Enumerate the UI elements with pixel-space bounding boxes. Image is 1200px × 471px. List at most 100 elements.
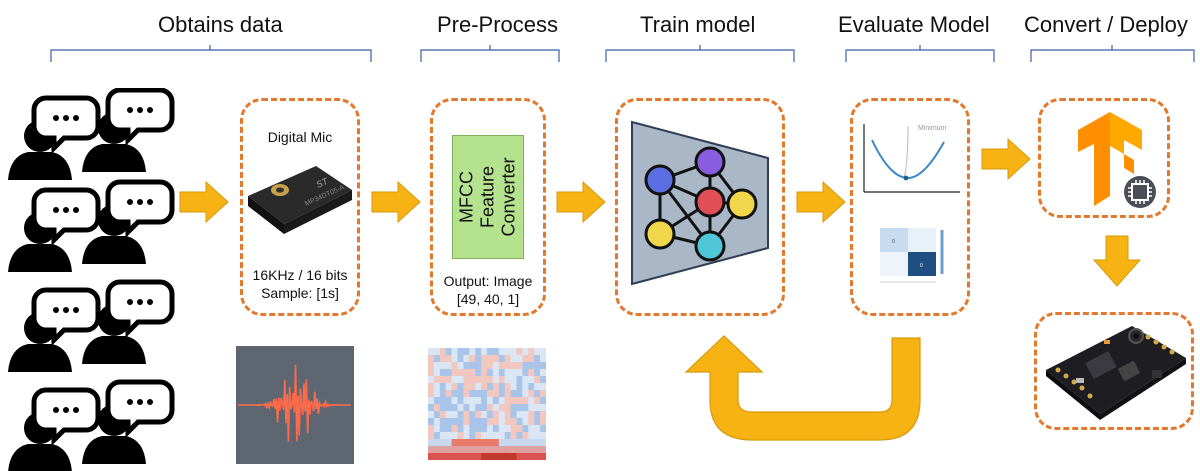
spectrogram-cell xyxy=(469,376,476,384)
spectrogram-cell xyxy=(433,362,441,370)
spectrogram-cell xyxy=(504,411,511,419)
mic-sample-label: Sample: [1s] xyxy=(261,285,339,301)
spectrogram-cell xyxy=(469,418,476,426)
spectrogram-cell xyxy=(504,432,511,440)
spectrogram-cell xyxy=(457,404,464,412)
spectrogram-cell xyxy=(528,355,535,363)
spectrogram-cell xyxy=(439,404,446,412)
spectrogram-cell xyxy=(498,439,505,447)
spectrogram-cell xyxy=(516,362,523,370)
arrow-tf-to-board xyxy=(1092,235,1142,287)
spectrogram-cell xyxy=(487,425,494,433)
spectrogram-cell xyxy=(487,404,494,412)
spectrogram-cell xyxy=(428,383,435,391)
spectrogram-cell xyxy=(534,411,541,419)
spectrogram-cell xyxy=(540,439,546,447)
spectrogram-cell xyxy=(463,432,470,440)
spectrogram-cell xyxy=(534,376,541,384)
spectrogram-cell xyxy=(516,397,523,405)
spectrogram-cell xyxy=(522,411,529,419)
spectrogram-cell xyxy=(487,383,494,391)
spectrogram-cell xyxy=(475,425,482,433)
mfcc-converter-text: MFCC Feature Converter xyxy=(457,157,520,236)
spectrogram-cell xyxy=(528,390,535,398)
spectrogram-cell xyxy=(487,362,494,370)
spectrogram-cell xyxy=(528,425,535,433)
spectrogram-cell xyxy=(492,348,500,356)
spectrogram-cell xyxy=(498,390,505,398)
spectrogram-cell xyxy=(498,404,505,412)
spectrogram-cell xyxy=(492,369,500,377)
spectrogram-cell xyxy=(433,425,441,433)
spectrogram-cell xyxy=(528,362,535,370)
spectrogram-cell xyxy=(516,369,523,377)
spectrogram-cell xyxy=(439,432,446,440)
spectrogram-cell xyxy=(445,411,452,419)
spectrogram-cell xyxy=(481,397,488,405)
spectrogram-cell xyxy=(487,453,494,460)
spectrogram-cell xyxy=(428,355,435,363)
spectrogram-cell xyxy=(469,411,476,419)
confusion-matrix-icon: 0 0 xyxy=(880,228,944,283)
spectrogram-cell xyxy=(433,411,441,419)
spectrogram-cell xyxy=(492,411,500,419)
stage-title-deploy: Convert / Deploy xyxy=(1024,12,1188,37)
spectrogram-cell xyxy=(451,376,458,384)
spectrogram-cell xyxy=(540,404,546,412)
mfcc-box xyxy=(430,98,546,316)
spectrogram-cell xyxy=(540,425,546,433)
spectrogram-cell xyxy=(463,348,470,356)
spectrogram-cell xyxy=(510,369,517,377)
spectrogram-cell xyxy=(445,439,452,447)
spectrogram-cell xyxy=(487,390,494,398)
tensorflow-lite-logo-icon xyxy=(1078,112,1156,208)
mic-chip-image: MP34DT05-A ST xyxy=(248,166,352,234)
audio-waveform-image xyxy=(236,346,354,464)
spectrogram-cell xyxy=(439,376,446,384)
spectrogram-cell xyxy=(469,439,476,447)
spectrogram-cell xyxy=(516,348,523,356)
spectrogram-cell xyxy=(516,355,523,363)
spectrogram-cell xyxy=(475,439,482,447)
spectrogram-cell xyxy=(528,376,535,384)
spectrogram-cell xyxy=(540,432,546,440)
spectrogram-cell xyxy=(451,383,458,391)
spectrogram-cell xyxy=(451,446,458,454)
spectrogram-cell xyxy=(528,439,535,447)
spectrogram-cell xyxy=(510,383,517,391)
spectrogram-cell xyxy=(445,376,452,384)
spectrogram-cell xyxy=(475,348,482,356)
spectrogram-cell xyxy=(522,376,529,384)
spectrogram-cell xyxy=(528,446,535,454)
spectrogram-cell xyxy=(510,453,517,460)
spectrogram-cell xyxy=(522,362,529,370)
spectrogram-cell xyxy=(504,453,511,460)
spectrogram-cell xyxy=(428,411,435,419)
spectrogram-cell xyxy=(504,446,511,454)
brace-deploy xyxy=(1030,45,1195,62)
spectrogram-cell xyxy=(481,355,488,363)
spectrogram-cell xyxy=(492,376,500,384)
spectrogram-cell xyxy=(481,383,488,391)
train-model-box xyxy=(615,98,785,316)
spectrogram-cell xyxy=(469,355,476,363)
spectrogram-cell xyxy=(428,446,435,454)
spectrogram-cell xyxy=(433,404,441,412)
stage-title-preprocess: Pre-Process xyxy=(437,12,559,37)
mfcc-converter-block: MFCC Feature Converter xyxy=(452,135,524,259)
spectrogram-cell xyxy=(457,369,464,377)
spectrogram-cell xyxy=(428,362,435,370)
spectrogram-cell xyxy=(528,432,535,440)
spectrogram-cell xyxy=(457,397,464,405)
spectrogram-cell xyxy=(445,446,452,454)
spectrogram-cell xyxy=(504,397,511,405)
spectrogram-cell xyxy=(428,376,435,384)
spectrogram-cell xyxy=(498,411,505,419)
spectrogram-cell xyxy=(433,376,441,384)
spectrogram-cell xyxy=(481,439,488,447)
spectrogram-cell xyxy=(492,390,500,398)
spectrogram-cell xyxy=(439,390,446,398)
spectrogram-cell xyxy=(534,453,541,460)
spectrogram-cell xyxy=(516,453,523,460)
spectrogram-cell xyxy=(534,390,541,398)
